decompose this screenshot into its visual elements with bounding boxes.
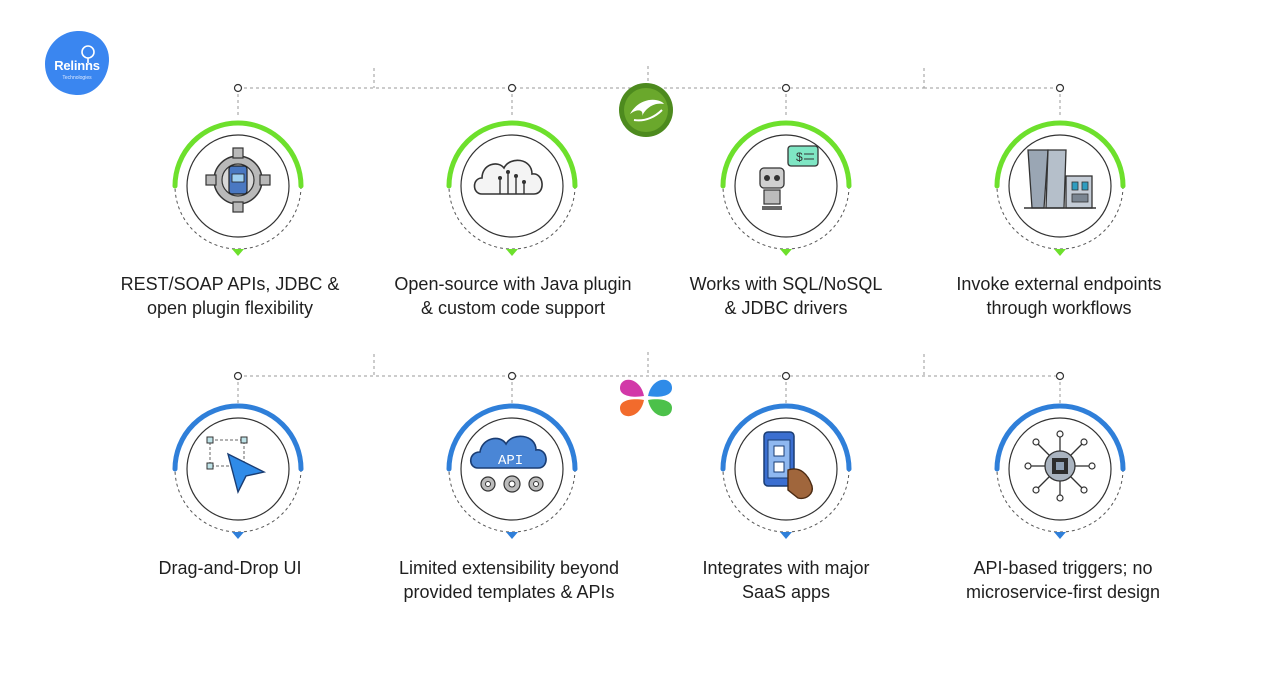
drag-drop-icon — [206, 436, 267, 494]
caption-external-endpoints: Invoke external endpoints through workfl… — [956, 274, 1162, 318]
cloud-circuit-icon — [473, 159, 543, 195]
brand-name: Relinns — [54, 58, 100, 73]
robot-chat-icon: $ — [759, 145, 819, 210]
chip-network-icon — [1024, 430, 1096, 502]
green-leaf-logo — [619, 83, 673, 137]
caption-open-source: Open-source with Java plugin & custom co… — [394, 274, 632, 318]
gear-phone-icon — [205, 147, 271, 213]
four-petal-logo — [620, 379, 672, 417]
caption-drag-drop: Drag-and-Drop UI — [158, 558, 302, 578]
brand-blob-icon — [45, 30, 110, 96]
caption-api-triggers: API-based triggers; no microservice-firs… — [965, 558, 1161, 602]
cloud-api-label: API — [498, 453, 523, 469]
factory-icon — [1024, 149, 1096, 209]
phone-hand-icon — [763, 431, 813, 500]
svg-text:$: $ — [796, 150, 803, 164]
top-circles — [172, 120, 1126, 256]
brand-logo: Relinns Technologies — [42, 28, 112, 98]
bottom-connector-lines — [237, 352, 1062, 404]
brand-subtitle: Technologies — [62, 75, 92, 81]
caption-sql-nosql: Works with SQL/NoSQL & JDBC drivers — [689, 274, 883, 318]
top-connector-nodes — [233, 83, 1065, 93]
bottom-circles — [172, 403, 1126, 539]
caption-limited-extensibility: Limited extensibility beyond provided te… — [398, 558, 620, 602]
caption-rest-soap: REST/SOAP APIs, JDBC & open plugin flexi… — [120, 274, 340, 318]
caption-saas-apps: Integrates with major SaaS apps — [702, 558, 870, 602]
cloud-api-icon: API — [469, 435, 547, 493]
bottom-connector-nodes — [233, 371, 1065, 381]
